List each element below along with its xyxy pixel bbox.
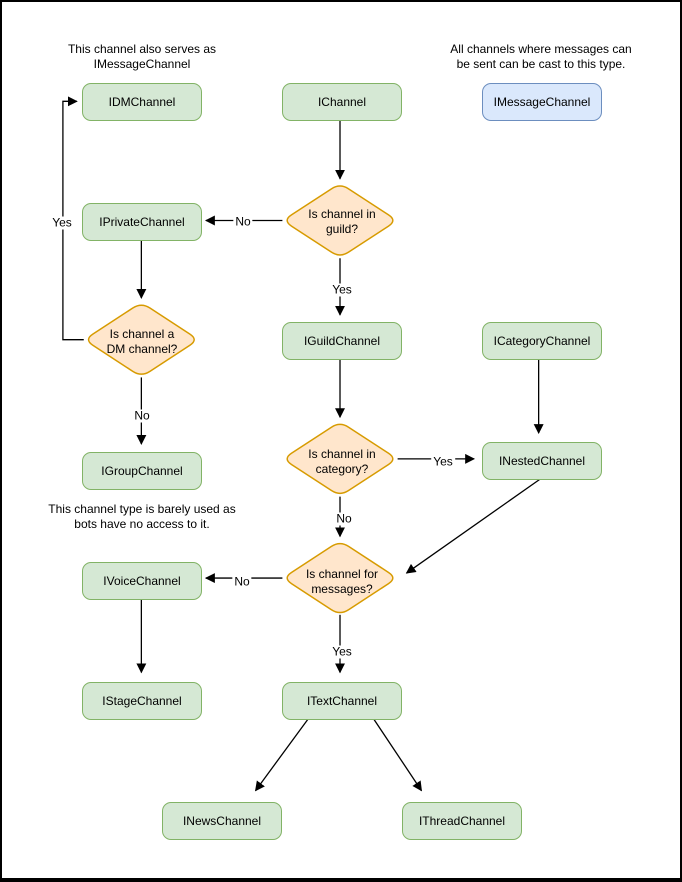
node-icategorychannel: ICategoryChannel [482, 322, 602, 360]
node-istagechannel-label: IStageChannel [102, 694, 182, 708]
node-iprivatechannel-label: IPrivateChannel [99, 215, 185, 229]
note-dm-serves-as-imessagechannel: This channel also serves as IMessageChan… [67, 42, 217, 71]
node-icategorychannel-label: ICategoryChannel [493, 334, 591, 348]
decision-in-guild-label: Is channel in guild? [308, 207, 376, 236]
node-ivoicechannel-label: IVoiceChannel [103, 574, 181, 588]
edge-label-messages-yes: Yes [330, 644, 354, 659]
note-messagechannel-cast: All channels where messages can be sent … [450, 42, 632, 71]
edge-label-category-no: No [334, 511, 354, 526]
edge-label-guild-yes: Yes [330, 282, 354, 297]
node-ichannel-label: IChannel [317, 95, 367, 109]
node-imessagechannel-label: IMessageChannel [493, 95, 591, 109]
edge-label-messages-no: No [232, 574, 252, 589]
node-itextchannel-label: ITextChannel [306, 694, 378, 708]
node-idmchannel-label: IDMChannel [108, 95, 176, 109]
edge-itext-to-inews [254, 715, 311, 792]
node-inestedchannel-label: INestedChannel [498, 454, 586, 468]
node-idmchannel: IDMChannel [82, 83, 202, 121]
edge-itext-to-ithread [371, 715, 422, 792]
node-iguildchannel-label: IGuildChannel [303, 334, 381, 348]
decision-in-category-label: Is channel in category? [308, 447, 376, 476]
node-istagechannel: IStageChannel [82, 682, 202, 720]
node-ichannel: IChannel [282, 83, 402, 121]
node-imessagechannel: IMessageChannel [482, 83, 602, 121]
node-inestedchannel: INestedChannel [482, 442, 602, 480]
edge-label-dm-yes: Yes [50, 215, 74, 230]
node-igroupchannel-label: IGroupChannel [101, 464, 183, 478]
node-itextchannel: ITextChannel [282, 682, 402, 720]
node-iprivatechannel: IPrivateChannel [82, 203, 202, 241]
node-iguildchannel: IGuildChannel [282, 322, 402, 360]
decision-is-dm-label: Is channel a DM channel? [106, 327, 178, 356]
decision-for-messages-label: Is channel for messages? [305, 567, 379, 596]
edge-label-guild-no: No [233, 214, 253, 229]
note-groupchannel-usage: This channel type is barely used as bots… [48, 502, 236, 531]
edge-label-dm-no: No [132, 408, 152, 423]
node-igroupchannel: IGroupChannel [82, 452, 202, 490]
node-inewschannel-label: INewsChannel [182, 814, 262, 828]
node-ithreadchannel: IThreadChannel [402, 802, 522, 840]
edge-inested-to-messages-decision [405, 478, 542, 574]
node-ivoicechannel: IVoiceChannel [82, 562, 202, 600]
edge-label-category-yes: Yes [431, 454, 455, 469]
node-ithreadchannel-label: IThreadChannel [418, 814, 506, 828]
node-inewschannel: INewsChannel [162, 802, 282, 840]
